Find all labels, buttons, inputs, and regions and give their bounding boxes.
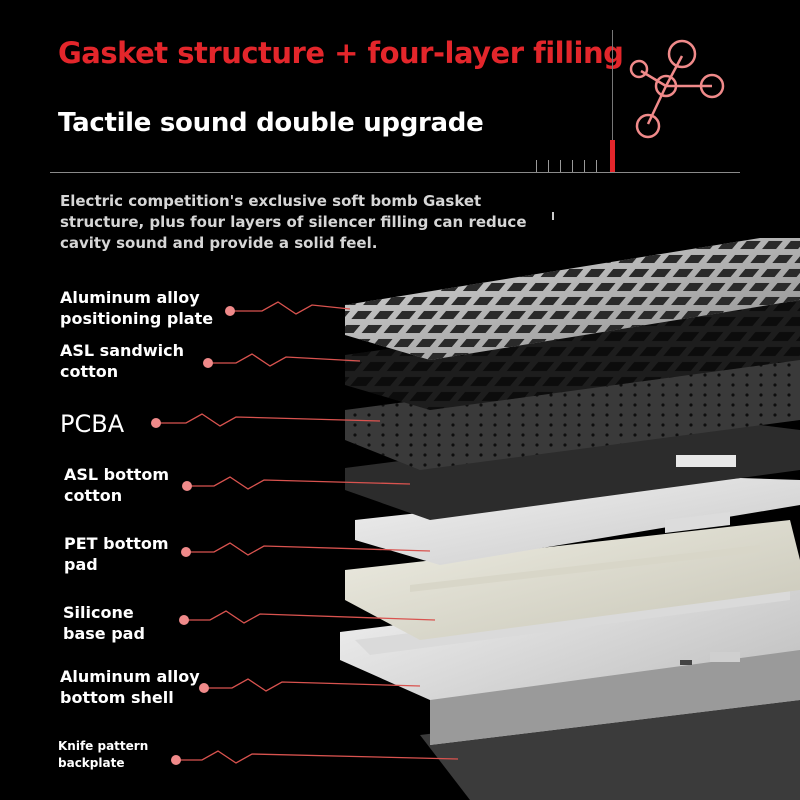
leader-line — [187, 476, 411, 490]
layer-asl-bottom-cotton — [345, 420, 800, 520]
leader-line — [156, 413, 381, 427]
leader-dot — [151, 418, 161, 428]
label-pet-bottom-pad: PET bottom pad — [64, 534, 169, 574]
molecule-icon — [629, 39, 725, 139]
leader-dot — [171, 755, 181, 765]
leader-dot — [179, 615, 189, 625]
description: Electric competition's exclusive soft bo… — [60, 191, 550, 254]
leader-line — [186, 542, 431, 556]
layer-aluminum-positioning-plate — [345, 238, 800, 360]
leader-dot — [182, 481, 192, 491]
layer-pet-bottom-pad — [355, 478, 800, 565]
layer-pcba — [345, 355, 800, 470]
label-silicone-base-pad: Silicone base pad — [63, 603, 145, 643]
layer-asl-sandwich-cotton — [345, 300, 800, 410]
leader-line — [208, 353, 361, 367]
label-asl-bottom-cotton: ASL bottom cotton — [64, 465, 170, 505]
leader-dot — [225, 306, 235, 316]
label-pcba: PCBA — [60, 410, 125, 438]
leader-dot — [199, 683, 209, 693]
label-aluminum-bottom-shell: Aluminum alloy bottom shell — [60, 667, 200, 707]
vertical-guide-line — [612, 30, 613, 172]
subheadline: Tactile sound double upgrade — [58, 108, 484, 138]
description-line: cavity sound and provide a solid feel. — [60, 234, 378, 252]
description-line: Electric competition's exclusive soft bo… — [60, 192, 482, 210]
leader-line — [230, 301, 351, 315]
label-knife-pattern-backplate: Knife pattern backplate — [58, 739, 149, 770]
leader-dot — [181, 547, 191, 557]
description-line: structure, plus four layers of silencer … — [60, 213, 527, 231]
layer-silicone-base-pad — [345, 520, 800, 640]
leader-line — [176, 750, 459, 764]
leader-line — [204, 678, 421, 692]
label-aluminum-positioning-plate: Aluminum alloy positioning plate — [60, 288, 214, 328]
header-divider — [50, 172, 740, 173]
stray-mark — [552, 212, 554, 220]
leader-dot — [203, 358, 213, 368]
label-asl-sandwich-cotton: ASL sandwich cotton — [60, 341, 184, 381]
headline: Gasket structure + four-layer filling — [58, 36, 624, 70]
leader-line — [184, 610, 436, 624]
red-tick-marker — [610, 140, 615, 172]
layer-knife-pattern-backplate — [420, 690, 800, 800]
